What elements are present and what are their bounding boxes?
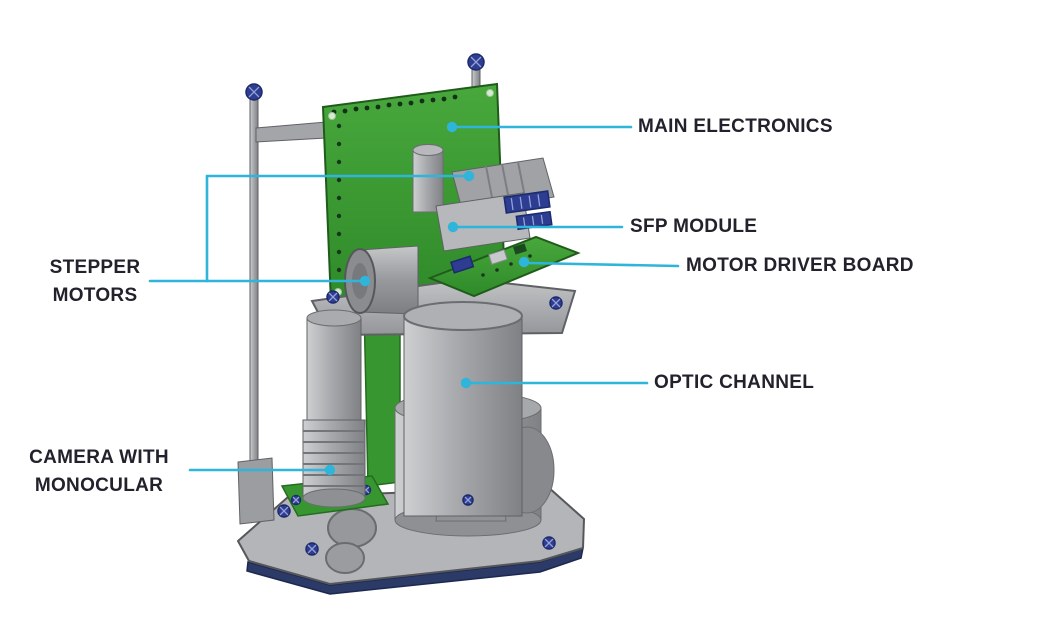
callout-dot-stepper-upper [463,170,475,182]
optic-channel-part [403,301,523,517]
sfp-module-part [435,157,555,252]
base-screw [305,542,319,556]
machine-illustration [237,53,585,595]
blue-connector [515,210,553,231]
rod-screw [467,53,485,71]
label-main-electronics: MAIN ELECTRONICS [638,116,833,137]
rod-screw [245,83,263,101]
motor-driver-board-part [427,235,581,298]
camera-monocular-part [302,309,366,508]
callout-leaders [148,121,680,476]
base-hole [327,508,377,548]
leader-motor-driver-board [527,261,680,268]
label-sfp-module: SFP MODULE [630,216,758,237]
base-screw [542,536,556,550]
callout-dot-main-electronics [446,121,458,133]
callout-dot-camera-monocular [324,464,336,476]
label-stepper-motors: STEPPER MOTORS [49,257,141,306]
label-motor-driver-board: MOTOR DRIVER BOARD [686,255,914,276]
callout-dot-optic-channel [460,377,472,389]
patch-screw [290,494,302,506]
platform-screw [549,296,563,310]
callout-dot-stepper-lower [359,275,371,287]
label-optic-channel: OPTIC CHANNEL [654,372,815,393]
top-cylinder [412,144,444,213]
callout-dot-sfp-module [447,221,459,233]
platform-screw [326,290,340,304]
base-hole [325,542,365,574]
column-screw [462,494,474,506]
base-screw [277,504,291,518]
blue-connector [503,190,551,214]
label-camera-with-monocular: CAMERA WITH MONOCULAR [29,447,169,496]
callout-dot-motor-driver-board [518,256,530,268]
